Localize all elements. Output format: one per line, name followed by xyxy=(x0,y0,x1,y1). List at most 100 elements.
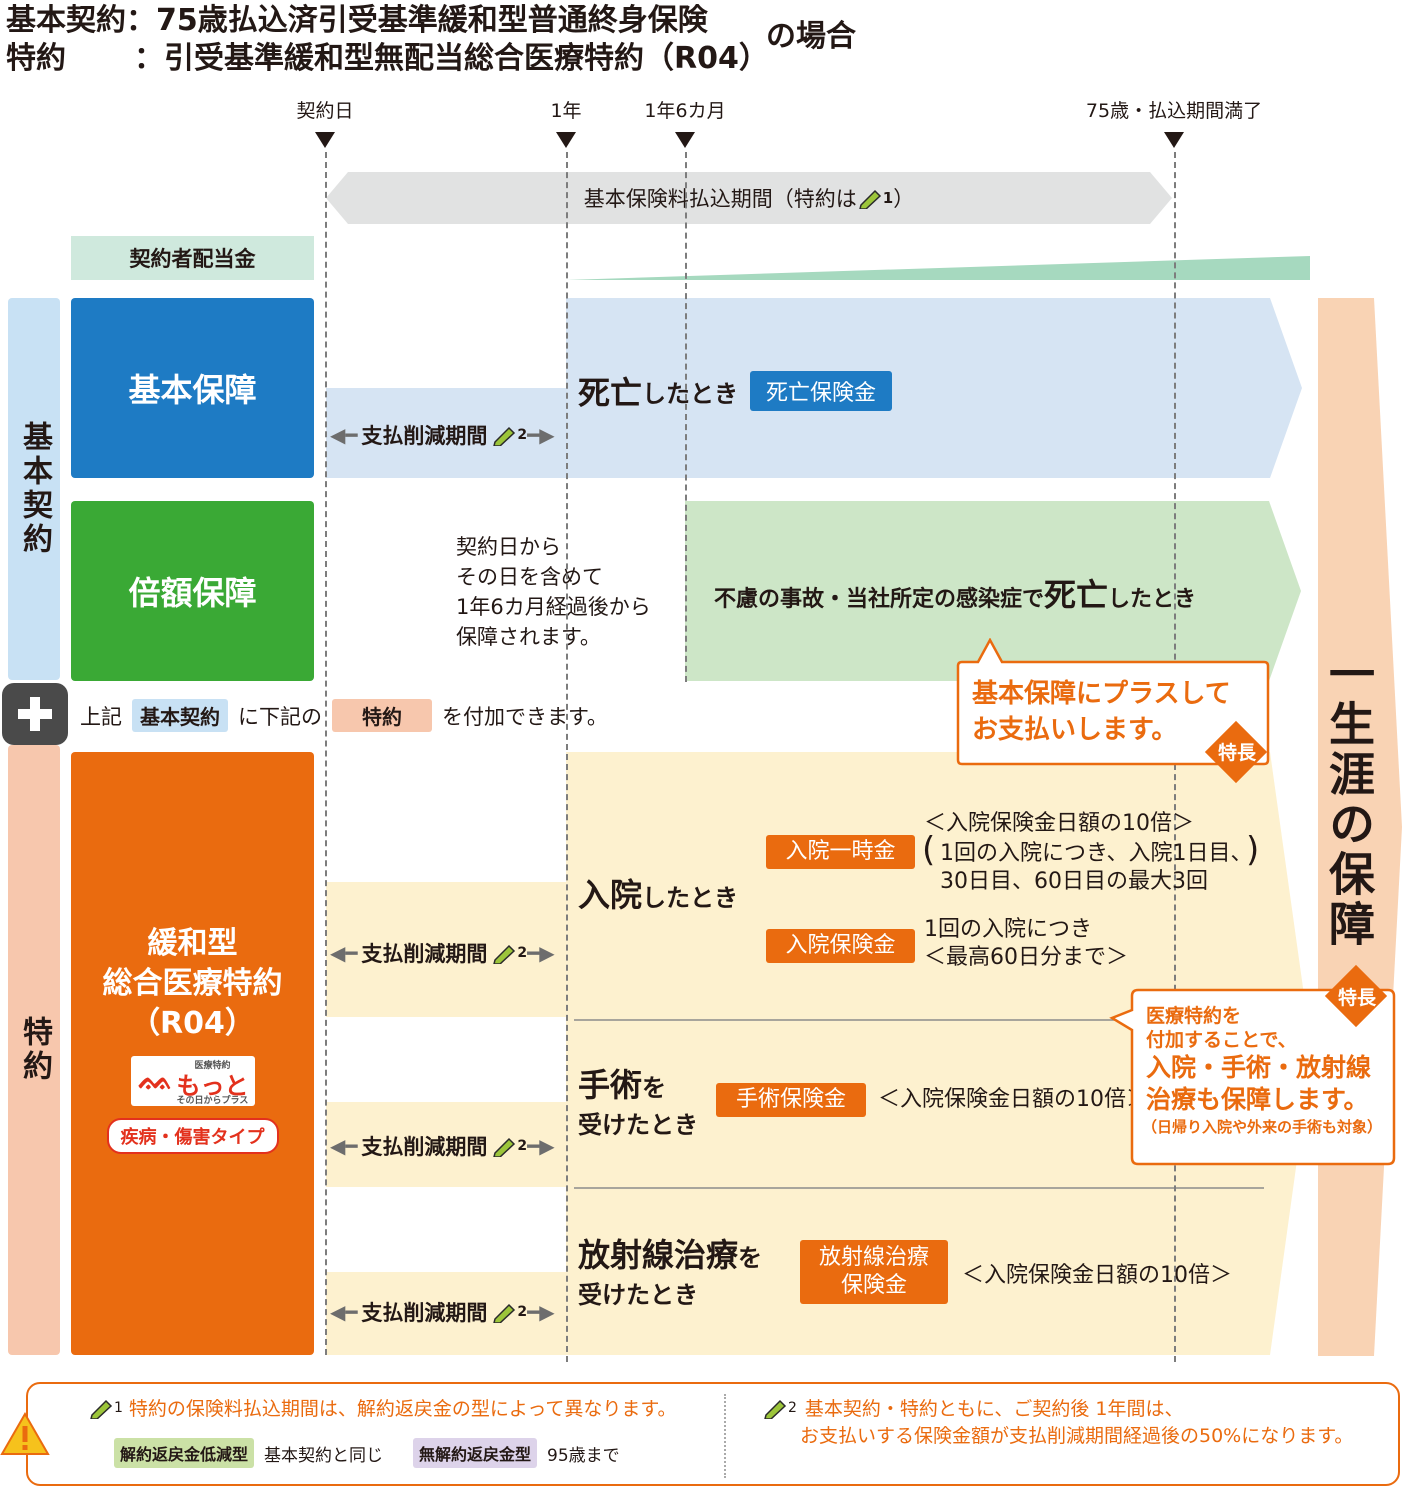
callout2-line5: （日帰り入院や外来の手術も対象） xyxy=(1142,1118,1383,1136)
notes-divider xyxy=(724,1394,726,1478)
arrow-left-icon: ◀━ xyxy=(330,1300,358,1324)
surgery-line2: 受けたとき xyxy=(578,1111,698,1139)
premium-period-text: 基本保険料払込期間（特約は xyxy=(583,187,857,211)
callout1-line1: 基本保障にプラスして xyxy=(972,679,1231,709)
plus-row-chip-rider: 特約 xyxy=(332,699,432,732)
premium-period-arrow xyxy=(326,172,1172,224)
death-condition: 死亡 したとき 死亡保険金 xyxy=(578,368,893,414)
death-emph: 死亡 xyxy=(578,374,643,412)
timeline-one-year: 1年 xyxy=(550,100,582,122)
title-line1-text: ：75歳払込済引受基準緩和型普通終身保険 xyxy=(126,3,708,38)
hospital-lump-chip: 入院一時金 xyxy=(766,835,915,869)
surgery-note: ＜入院保険金日額の10倍＞ xyxy=(878,1087,1148,1112)
callout2-line4: 治療も保障します。 xyxy=(1146,1085,1369,1114)
timeline-line-one-year xyxy=(566,152,568,1362)
logo-main: もっと xyxy=(176,1071,249,1100)
hospital-daily-note1: 1回の入院につき xyxy=(924,917,1092,942)
double-note-line1: 契約日から xyxy=(456,535,561,559)
reduction-note-num: 2 xyxy=(517,945,528,961)
hospital-daily-chip: 入院保険金 xyxy=(766,929,915,963)
hospital-lump-note1: ＜入院保険金日額の10倍＞ xyxy=(924,811,1194,836)
accident-emph: 死亡 xyxy=(1044,576,1109,614)
accident-suffix: したとき xyxy=(1108,587,1197,612)
reduction-note-num: 2 xyxy=(517,1138,528,1154)
marker-one-half-year-icon xyxy=(675,132,695,148)
surgery-condition: 手術を 受けたとき xyxy=(578,1068,698,1142)
surgery-particle: を xyxy=(642,1074,667,1102)
death-benefit-chip: 死亡保険金 xyxy=(750,371,893,411)
accident-condition: 不慮の事故・当社所定の感染症で 死亡 したとき xyxy=(714,570,1196,616)
note1-types: 解約返戻金低減型 基本契約と同じ 無解約返戻金型 95歳まで xyxy=(114,1438,620,1468)
surgery-emph: 手術 xyxy=(578,1066,643,1104)
radiation-chip-line2: 保険金 xyxy=(840,1273,907,1298)
timeline-contract-day: 契約日 xyxy=(296,100,354,122)
callout-bubble-1 xyxy=(956,638,1270,766)
title-line2-label: 特約 xyxy=(6,41,66,76)
marker-contract-day-icon xyxy=(315,132,335,148)
paren-left-icon: ( xyxy=(922,830,936,870)
paren-right-icon: ) xyxy=(1246,830,1260,870)
premium-period-label: 基本保険料払込期間（特約は 1 ） xyxy=(326,172,1172,224)
reduction-period-hospital: ◀━ 支払削減期間 2 ━▶ xyxy=(330,938,555,968)
side-tab-basic: 基本契約 xyxy=(8,298,60,680)
type-badge: 疾病・傷害タイプ xyxy=(106,1117,279,1154)
arrow-left-icon: ◀━ xyxy=(330,941,358,965)
hospital-suffix: したとき xyxy=(642,884,739,912)
title-line1-label: 基本契約 xyxy=(6,3,126,38)
double-note-line3: 1年6カ月経過後から xyxy=(456,595,651,619)
medical-rider-block: 緩和型 総合医療特約 （R04） 医療特約 ᨐ もっと その日からプラス 疾病・… xyxy=(71,752,314,1355)
lifetime-label: 一生涯の保障 xyxy=(1322,650,1376,950)
reduction-period-radiation: ◀━ 支払削減期間 2 ━▶ xyxy=(330,1297,555,1327)
callout2-line2: 付加することで、 xyxy=(1146,1029,1297,1051)
pencil-note-icon xyxy=(491,1301,517,1324)
logo-small: 医療特約 xyxy=(194,1060,231,1071)
plus-row-chip-basic: 基本契約 xyxy=(132,699,228,732)
timeline-line-one-half-year xyxy=(685,152,687,682)
radiation-line2: 受けたとき xyxy=(578,1281,698,1309)
arrow-left-icon: ◀━ xyxy=(330,1134,358,1158)
radiation-emph: 放射線治療 xyxy=(578,1236,739,1274)
arrow-right-icon: ━▶ xyxy=(527,423,555,447)
feature-badge-2: 特長 xyxy=(1324,964,1388,1028)
marker-age75-icon xyxy=(1164,132,1184,148)
reduction-label: 支払削減期間 xyxy=(361,1135,488,1159)
pencil-note-icon xyxy=(762,1397,788,1420)
hospital-lump-note3: 30日目、60日目の最大3回 xyxy=(940,869,1208,894)
callout-bubble-2 xyxy=(1109,988,1396,1166)
plus-row-prefix: 上記 xyxy=(80,704,122,729)
logo-mark-icon: ᨐ xyxy=(138,1061,174,1097)
callout2-line3: 入院・手術・放射線 xyxy=(1146,1053,1372,1082)
title-line2: 特約：引受基準緩和型無配当総合医療特約（R04） xyxy=(6,40,769,78)
timeline-age75: 75歳・払込期間満了 xyxy=(1085,100,1263,122)
hospital-lump-note2: 1回の入院につき、入院1日目、 xyxy=(940,841,1253,866)
pencil-note-icon xyxy=(491,942,517,965)
accident-prefix: 不慮の事故・当社所定の感染症で xyxy=(714,587,1045,612)
double-note-line4: 保障されます。 xyxy=(456,625,601,649)
callout1-line2: お支払いします。 xyxy=(972,715,1178,745)
type1-text: 基本契約と同じ xyxy=(264,1445,384,1466)
logo-sub: その日からプラス xyxy=(176,1095,249,1106)
warning-icon xyxy=(0,1411,50,1456)
hospital-emph: 入院 xyxy=(578,876,643,914)
medical-rider-line2: 総合医療特約 xyxy=(102,965,283,1001)
rider-band xyxy=(326,752,1312,1355)
note2: 2 基本契約・特約ともに、ご契約後 1年間は、 xyxy=(762,1394,1183,1421)
dividend-wedge xyxy=(566,256,1310,280)
reduction-period-surgery: ◀━ 支払削減期間 2 ━▶ xyxy=(330,1131,555,1161)
radiation-condition: 放射線治療を 受けたとき xyxy=(578,1238,762,1312)
double-coverage-block: 倍額保障 xyxy=(71,501,314,681)
feature-badge-2-text: 特長 xyxy=(1337,987,1376,1009)
hospital-daily-note: 1回の入院につき ＜最高60日分まで＞ xyxy=(924,916,1128,972)
callout2-text: 医療特約を 付加することで、 入院・手術・放射線 治療も保障します。 （日帰り入… xyxy=(1142,1004,1382,1138)
radiation-chip-line1: 放射線治療 xyxy=(818,1245,929,1270)
timeline-line-contract-day xyxy=(325,152,327,1355)
note2-line2: お支払いする保険金額が支払削減期間経過後の50%になります。 xyxy=(800,1425,1354,1447)
feature-badge-1: 特長 xyxy=(1204,720,1268,784)
type2-chip: 無解約返戻金型 xyxy=(413,1438,538,1468)
callout2-line1: 医療特約を xyxy=(1146,1005,1242,1027)
arrow-right-icon: ━▶ xyxy=(527,1134,555,1158)
note1-num: 1 xyxy=(114,1399,123,1416)
pencil-note-icon xyxy=(491,1135,517,1158)
type2-text: 95歳まで xyxy=(547,1445,620,1466)
radiation-note: ＜入院保険金日額の10倍＞ xyxy=(962,1263,1232,1288)
